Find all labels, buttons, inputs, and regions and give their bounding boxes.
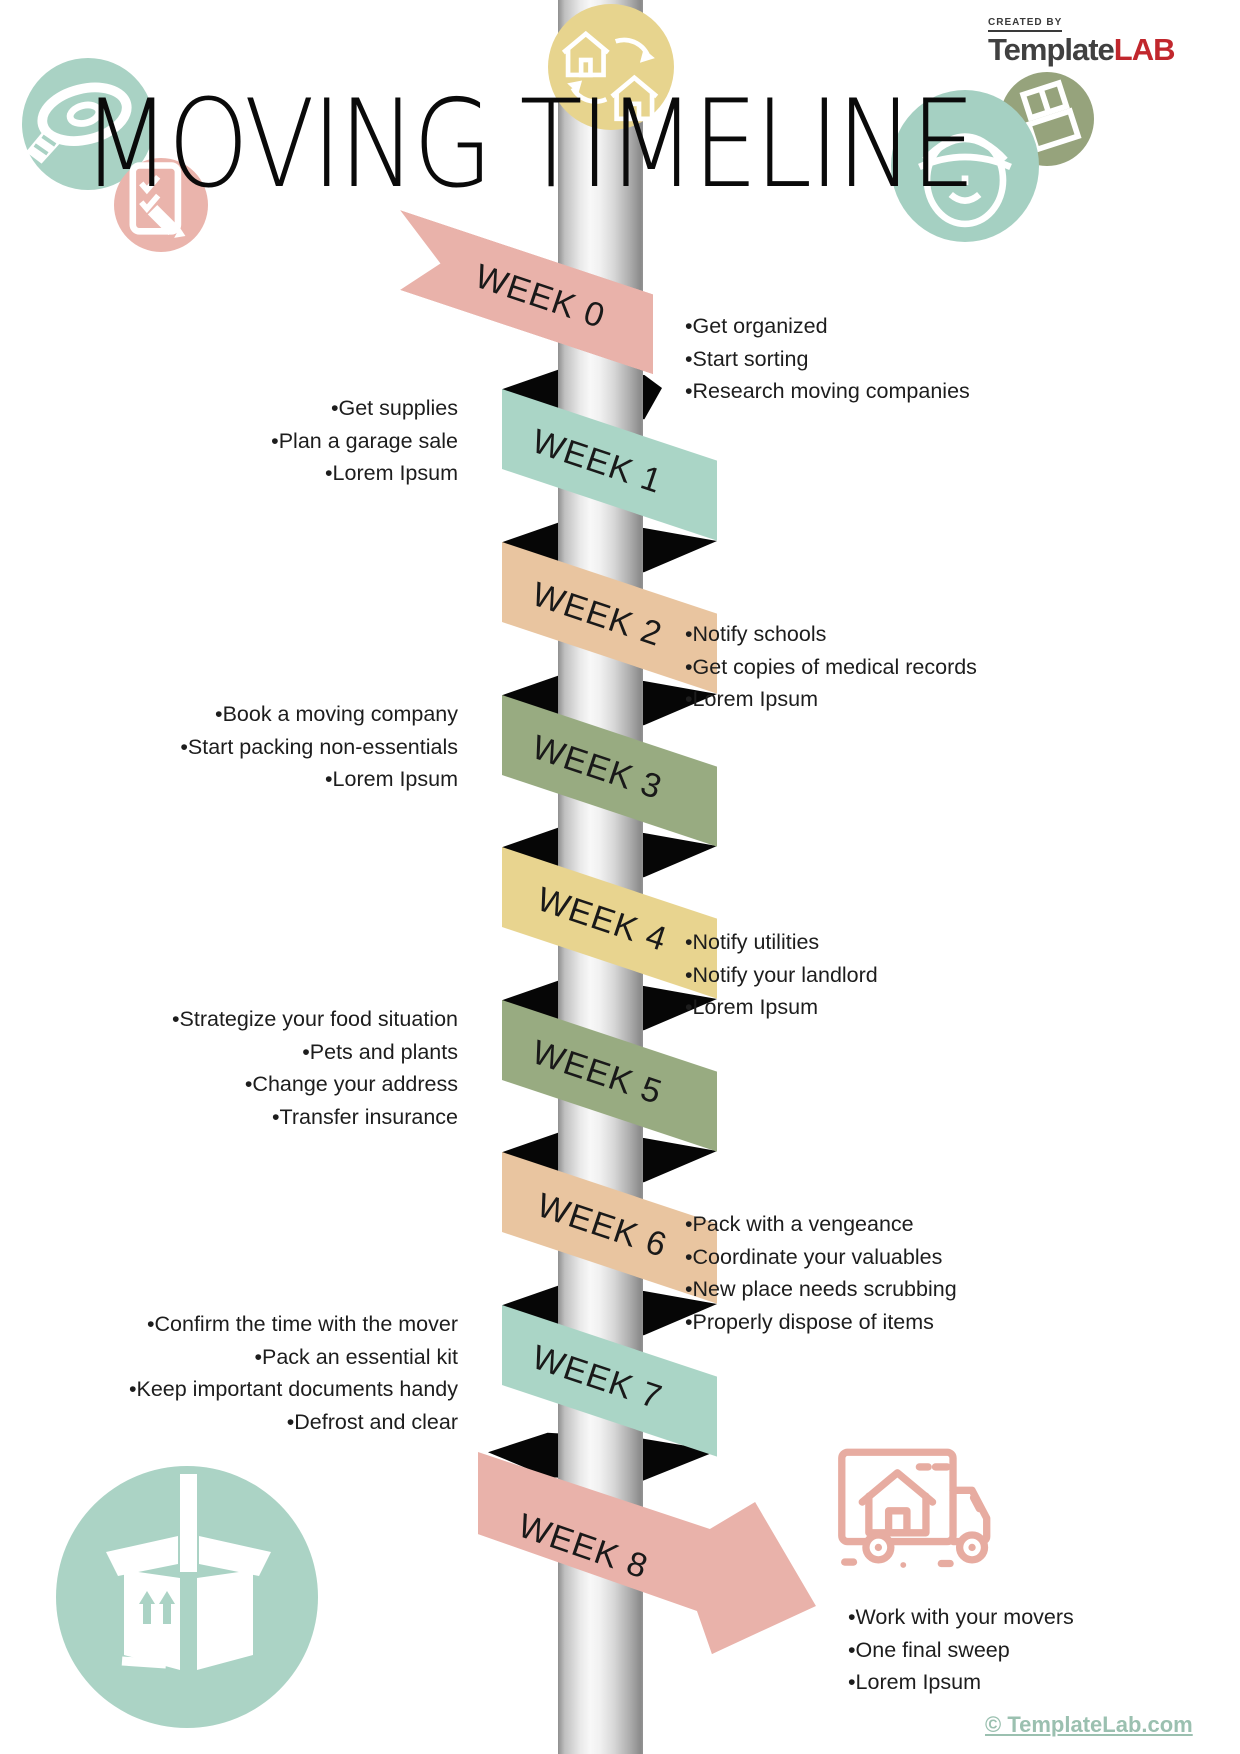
list-item: •Start packing non-essentials <box>180 734 458 759</box>
logo-created-by: CREATED BY <box>988 18 1063 32</box>
list-item: •Plan a garage sale <box>271 428 458 453</box>
list-item: •Keep important documents handy <box>128 1377 458 1401</box>
list-item: •Get organized <box>685 314 828 338</box>
checklist-pencil-icon <box>129 162 186 238</box>
list-item: •Notify schools <box>685 622 827 646</box>
list-item: •Defrost and clear <box>286 1409 458 1434</box>
list-item: •Lorem Ipsum <box>685 995 818 1019</box>
list-item: •Change your address <box>244 1072 458 1096</box>
list-item: •Lorem Ipsum <box>848 1670 981 1694</box>
week-1-list: •Get supplies •Plan a garage sale •Lorem… <box>271 392 458 490</box>
week-7-list: •Confirm the time with the mover •Pack a… <box>129 1308 458 1438</box>
list-item: •Notify your landlord <box>685 962 878 987</box>
week-5-list: •Strategize your food situation •Pets an… <box>172 1003 458 1133</box>
pink-circle <box>114 158 208 252</box>
tape-roll-icon <box>25 82 132 164</box>
list-item: •Research moving companies <box>685 379 970 403</box>
footer-credit-link[interactable]: © TemplateLab.com <box>985 1712 1193 1737</box>
list-item: •Strategize your food situation <box>171 1007 458 1031</box>
list-item: •Pack an essential kit <box>254 1344 458 1369</box>
list-item: •New place needs scrubbing <box>685 1277 957 1301</box>
logo-wordmark: TemplateLAB <box>988 32 1176 67</box>
list-item: •Get supplies <box>330 396 458 420</box>
list-item: •Coordinate your valuables <box>685 1244 943 1269</box>
carry-boxes-icon <box>1019 79 1082 154</box>
list-item: •Work with your movers <box>848 1605 1074 1629</box>
list-item: •Pack with a vengeance <box>685 1212 914 1236</box>
list-item: •One final sweep <box>848 1637 1010 1662</box>
teal-box-circle <box>56 1466 318 1728</box>
teal-face-circle <box>891 90 1039 242</box>
mover-face-icon <box>918 133 1012 228</box>
teal-circle <box>22 58 154 190</box>
list-item: •Pets and plants <box>302 1039 458 1064</box>
list-item: •Confirm the time with the mover <box>146 1312 458 1336</box>
week-8-list: •Work with your movers •One final sweep … <box>848 1601 1074 1699</box>
list-item: •Notify utilities <box>685 930 820 954</box>
list-item: •Transfer insurance <box>272 1104 458 1129</box>
yellow-circle <box>548 4 674 130</box>
week-2-list: •Notify schools •Get copies of medical r… <box>685 618 977 716</box>
list-item: •Lorem Ipsum <box>325 767 458 791</box>
week-3-list: •Book a moving company •Start packing no… <box>180 698 458 796</box>
week-0-list: •Get organized •Start sorting •Research … <box>685 310 970 408</box>
week-4-list: •Notify utilities •Notify your landlord … <box>685 926 878 1024</box>
list-item: •Properly dispose of items <box>685 1309 934 1334</box>
templatelab-logo: CREATED BY TemplateLAB <box>988 13 1176 67</box>
list-item: •Lorem Ipsum <box>685 687 818 711</box>
week-6-list: •Pack with a vengeance •Coordinate your … <box>685 1208 957 1338</box>
list-item: •Book a moving company <box>215 702 458 726</box>
list-item: •Get copies of medical records <box>685 654 977 679</box>
open-box-icon <box>106 1474 271 1670</box>
page-title: MOVING TIMELINE <box>82 74 976 216</box>
house-exchange-icon <box>561 30 659 122</box>
list-item: •Start sorting <box>685 346 809 371</box>
moving-truck-icon <box>838 1448 991 1568</box>
list-item: •Lorem Ipsum <box>325 461 458 485</box>
